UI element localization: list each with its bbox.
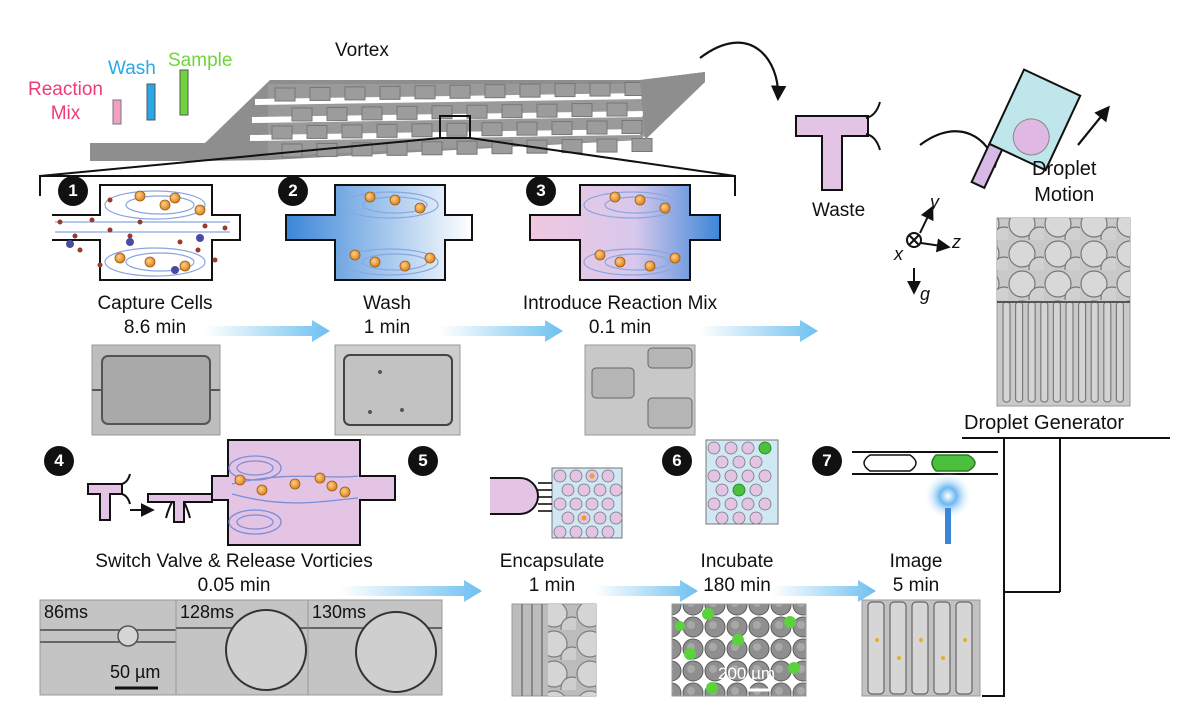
step-7-badge: 7 bbox=[812, 446, 842, 476]
step6-incubation-grid bbox=[705, 439, 779, 525]
droplet-motion-label: Droplet Motion bbox=[1032, 158, 1097, 206]
timestamp-130ms: 130ms bbox=[312, 602, 367, 622]
zoom-bracket bbox=[39, 137, 736, 196]
droplet-generator-label: Droplet Generator bbox=[964, 412, 1125, 434]
sample-label: Sample bbox=[168, 50, 233, 71]
step-2-time: 1 min bbox=[363, 317, 411, 338]
flow-arrows bbox=[205, 320, 876, 602]
timestamp-128ms: 128ms bbox=[180, 602, 235, 622]
step-6-label: Incubate bbox=[700, 551, 774, 572]
step-4-badge: 4 bbox=[44, 446, 74, 476]
step-5-time: 1 min bbox=[528, 575, 576, 596]
step-7-time: 5 min bbox=[892, 575, 940, 596]
step-2-label: Wash bbox=[363, 293, 411, 314]
step-2-badge: 2 bbox=[278, 176, 308, 206]
micrograph-encapsulate bbox=[511, 603, 597, 697]
step-6-time: 180 min bbox=[703, 575, 771, 596]
step-1-time: 8.6 min bbox=[123, 317, 187, 338]
step-4-label: Switch Valve & Release Vorticies bbox=[95, 551, 373, 572]
sample-inlet bbox=[179, 69, 189, 116]
step1-capture-chamber bbox=[52, 184, 241, 281]
step2-wash-chamber bbox=[285, 184, 473, 281]
tilted-droplet-chamber bbox=[970, 68, 1082, 190]
waste-t-junction bbox=[795, 101, 881, 191]
step-1-label: Capture Cells bbox=[97, 293, 213, 314]
axis-g-label: g bbox=[920, 284, 931, 304]
micrograph-capture bbox=[91, 344, 221, 436]
micrograph-reaction-mix bbox=[584, 344, 696, 436]
step-6-badge: 6 bbox=[662, 446, 692, 476]
system-bracket bbox=[982, 437, 1061, 697]
axis-x-label: x bbox=[894, 244, 903, 264]
coordinate-axes bbox=[906, 205, 951, 295]
micrograph-incubate bbox=[671, 603, 807, 697]
step-1-badge: 1 bbox=[58, 176, 88, 206]
step-5-badge: 5 bbox=[408, 446, 438, 476]
vortex-chip bbox=[90, 72, 705, 161]
curved-arrow-to-valve bbox=[699, 41, 787, 102]
waste-label: Waste bbox=[812, 200, 866, 221]
droplet-motion-arrow bbox=[1077, 105, 1110, 146]
step4-valves bbox=[87, 473, 213, 523]
axis-y-label: y bbox=[930, 192, 939, 212]
micrograph-release-sequence bbox=[39, 599, 443, 696]
micrograph-image bbox=[861, 599, 981, 697]
scale-bar-200um: 200 µm bbox=[718, 664, 776, 683]
step4-release-chamber bbox=[211, 439, 396, 546]
wash-inlet bbox=[146, 83, 156, 121]
step5-encapsulation-grid bbox=[490, 467, 623, 539]
vortex-title: Vortex bbox=[335, 40, 389, 61]
axis-z-label: z bbox=[952, 232, 961, 252]
step7-imaging-channel bbox=[852, 451, 998, 544]
micrograph-wash bbox=[334, 344, 461, 436]
timestamp-86ms: 86ms bbox=[44, 602, 89, 622]
step-5-label: Encapsulate bbox=[499, 551, 605, 572]
droplet-generator-micrograph bbox=[996, 217, 1131, 407]
step-3-label: Introduce Reaction Mix bbox=[522, 293, 718, 314]
step3-reaction-mix-chamber bbox=[529, 184, 721, 281]
wash-label: Wash bbox=[108, 58, 156, 79]
reaction-mix-inlet bbox=[112, 99, 122, 125]
step-3-badge: 3 bbox=[526, 176, 556, 206]
step-4-time: 0.05 min bbox=[197, 575, 271, 596]
scale-bar-50um: 50 µm bbox=[110, 662, 161, 682]
reaction-mix-label: Reaction Mix bbox=[28, 79, 103, 124]
step-3-time: 0.1 min bbox=[588, 317, 652, 338]
step-7-label: Image bbox=[889, 551, 943, 572]
